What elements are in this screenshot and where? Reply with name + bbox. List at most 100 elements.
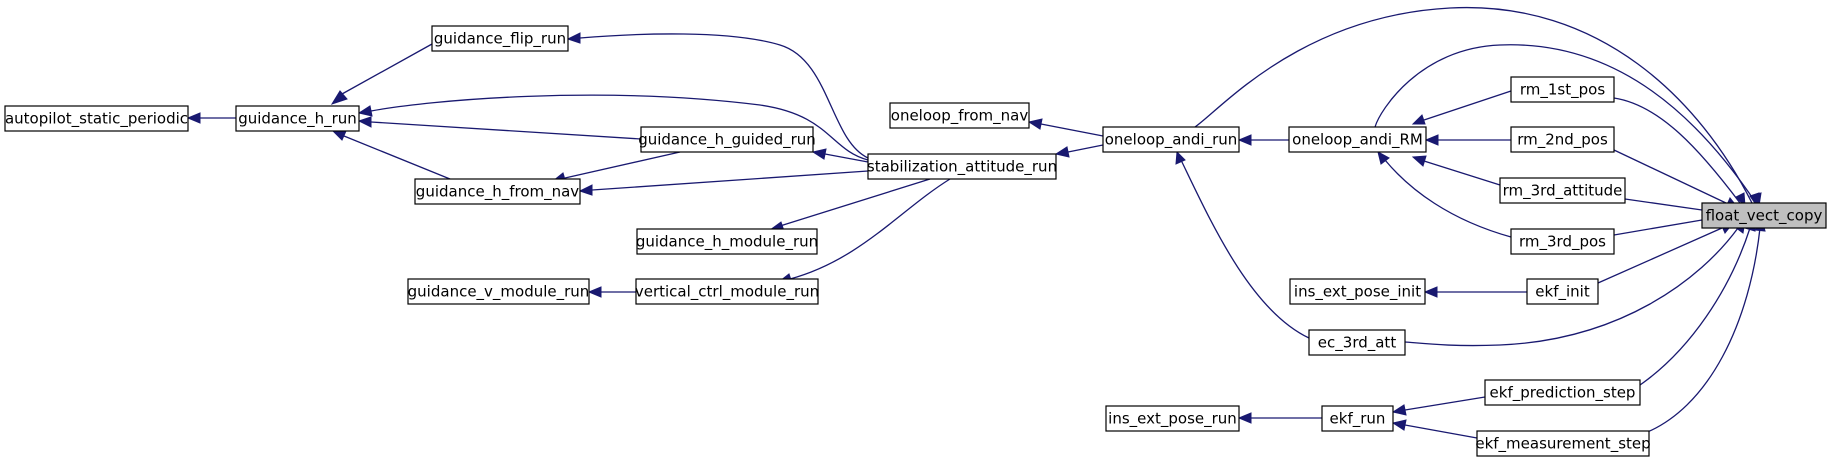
node-box[interactable] xyxy=(1499,177,1626,204)
node-ekf_run[interactable]: ekf_run xyxy=(1321,405,1394,432)
node-label[interactable]: rm_3rd_attitude xyxy=(1503,182,1623,201)
arrowhead-icon xyxy=(357,105,373,117)
node-label[interactable]: guidance_h_run xyxy=(238,110,357,129)
node-rm_2nd_pos[interactable]: rm_2nd_pos xyxy=(1510,126,1615,153)
node-box[interactable] xyxy=(1289,278,1426,305)
arrowhead-icon xyxy=(1175,150,1186,165)
node-stabilization_attitude_run[interactable]: stabilization_attitude_run xyxy=(867,153,1057,180)
node-label[interactable]: guidance_flip_run xyxy=(434,30,566,49)
node-label[interactable]: rm_2nd_pos xyxy=(1517,131,1608,150)
arrowhead-icon xyxy=(1027,118,1043,130)
arrowhead-icon xyxy=(1054,146,1070,158)
node-box[interactable] xyxy=(414,178,581,205)
edge-stabilization_attitude_run-to-guidance_h_guided_run xyxy=(811,148,869,163)
node-ekf_init[interactable]: ekf_init xyxy=(1526,278,1599,305)
node-box[interactable] xyxy=(1476,430,1650,457)
edge-line xyxy=(579,33,869,159)
node-rm_1st_pos[interactable]: rm_1st_pos xyxy=(1510,76,1615,103)
edge-stabilization_attitude_run-to-guidance_h_from_nav xyxy=(578,170,869,196)
node-box[interactable] xyxy=(1510,76,1615,103)
node-float_vect_copy[interactable]: float_vect_copy xyxy=(1701,202,1827,229)
node-box[interactable] xyxy=(1308,329,1406,356)
node-guidance_h_guided_run[interactable]: guidance_h_guided_run xyxy=(638,126,816,153)
node-oneloop_andi_RM[interactable]: oneloop_andi_RM xyxy=(1288,126,1427,153)
node-box[interactable] xyxy=(407,278,590,305)
node-label[interactable]: oneloop_andi_RM xyxy=(1292,131,1423,150)
node-label[interactable]: oneloop_from_nav xyxy=(891,107,1029,126)
edge-line xyxy=(824,153,869,163)
node-guidance_h_run[interactable]: guidance_h_run xyxy=(235,105,360,132)
node-box[interactable] xyxy=(1484,379,1641,406)
node-label[interactable]: rm_1st_pos xyxy=(1520,81,1605,100)
node-label[interactable]: vertical_ctrl_module_run xyxy=(635,283,819,302)
node-ekf_measurement_step[interactable]: ekf_measurement_step xyxy=(1475,430,1651,457)
node-box[interactable] xyxy=(867,153,1057,180)
node-guidance_flip_run[interactable]: guidance_flip_run xyxy=(431,25,569,52)
node-label[interactable]: rm_3rd_pos xyxy=(1519,233,1606,252)
node-label[interactable]: ekf_init xyxy=(1535,283,1590,302)
edge-guidance_h_guided_run-to-guidance_h_from_nav xyxy=(551,151,681,184)
node-label[interactable]: guidance_h_module_run xyxy=(636,233,818,252)
edge-line xyxy=(1423,90,1512,121)
arrowhead-icon xyxy=(1391,404,1407,416)
node-label[interactable]: ekf_measurement_step xyxy=(1475,435,1650,454)
edge-float_vect_copy-to-oneloop_andi_run xyxy=(1194,6,1760,208)
node-box[interactable] xyxy=(431,25,569,52)
node-rm_3rd_pos[interactable]: rm_3rd_pos xyxy=(1510,228,1615,255)
edge-line xyxy=(1404,396,1486,411)
edge-line xyxy=(1194,6,1753,204)
edge-ec_3rd_att-to-oneloop_andi_run xyxy=(1175,150,1310,339)
arrowhead-icon xyxy=(578,184,593,196)
node-ins_ext_pose_init[interactable]: ins_ext_pose_init xyxy=(1289,278,1426,305)
node-rm_3rd_attitude[interactable]: rm_3rd_attitude xyxy=(1499,177,1626,204)
node-oneloop_from_nav[interactable]: oneloop_from_nav xyxy=(889,102,1030,129)
node-box[interactable] xyxy=(1526,278,1599,305)
node-label[interactable]: guidance_v_module_run xyxy=(408,283,590,302)
node-box[interactable] xyxy=(1510,228,1615,255)
edge-ekf_run-to-ins_ext_pose_run xyxy=(1237,412,1322,424)
edge-rm_3rd_pos-to-oneloop_andi_RM xyxy=(1377,151,1512,238)
edge-line xyxy=(1040,123,1104,137)
node-box[interactable] xyxy=(1105,405,1240,432)
arrowhead-icon xyxy=(587,286,602,298)
node-label[interactable]: ins_ext_pose_init xyxy=(1294,283,1421,302)
node-label[interactable]: guidance_h_from_nav xyxy=(416,183,580,202)
node-label[interactable]: ekf_prediction_step xyxy=(1490,384,1636,403)
node-label[interactable]: autopilot_static_periodic xyxy=(5,110,188,129)
node-box[interactable] xyxy=(4,105,189,132)
node-box[interactable] xyxy=(635,278,819,305)
node-vertical_ctrl_module_run[interactable]: vertical_ctrl_module_run xyxy=(635,278,819,305)
edge-line xyxy=(789,178,951,280)
node-label[interactable]: ins_ext_pose_run xyxy=(1108,410,1237,429)
node-label[interactable]: guidance_h_guided_run xyxy=(638,131,816,150)
node-ekf_prediction_step[interactable]: ekf_prediction_step xyxy=(1484,379,1641,406)
node-box[interactable] xyxy=(640,126,814,153)
node-box[interactable] xyxy=(1321,405,1394,432)
node-label[interactable]: float_vect_copy xyxy=(1706,207,1823,226)
node-autopilot_static_periodic[interactable]: autopilot_static_periodic xyxy=(4,105,189,132)
node-guidance_v_module_run[interactable]: guidance_v_module_run xyxy=(407,278,590,305)
node-box[interactable] xyxy=(1102,126,1240,153)
node-box[interactable] xyxy=(636,228,818,255)
node-ec_3rd_att[interactable]: ec_3rd_att xyxy=(1308,329,1406,356)
node-label[interactable]: stabilization_attitude_run xyxy=(867,158,1057,177)
node-box[interactable] xyxy=(1288,126,1427,153)
node-box[interactable] xyxy=(1510,126,1615,153)
node-oneloop_andi_run[interactable]: oneloop_andi_run xyxy=(1102,126,1240,153)
edge-line xyxy=(1639,227,1761,436)
node-guidance_h_from_nav[interactable]: guidance_h_from_nav xyxy=(414,178,581,205)
node-guidance_h_module_run[interactable]: guidance_h_module_run xyxy=(636,228,818,255)
arrowhead-icon xyxy=(1423,286,1438,298)
node-ins_ext_pose_run[interactable]: ins_ext_pose_run xyxy=(1105,405,1240,432)
edge-float_vect_copy-to-rm_3rd_pos xyxy=(1613,214,1716,236)
node-box[interactable] xyxy=(889,102,1030,129)
edge-guidance_h_guided_run-to-guidance_h_run xyxy=(357,116,642,140)
arrowhead-icon xyxy=(1237,134,1252,146)
edge-line xyxy=(564,151,681,179)
node-label[interactable]: oneloop_andi_run xyxy=(1105,131,1238,150)
edge-ekf_init-to-ins_ext_pose_init xyxy=(1423,286,1527,298)
node-box[interactable] xyxy=(1701,202,1827,229)
node-label[interactable]: ec_3rd_att xyxy=(1318,334,1397,353)
node-box[interactable] xyxy=(235,105,360,132)
node-label[interactable]: ekf_run xyxy=(1330,410,1386,429)
